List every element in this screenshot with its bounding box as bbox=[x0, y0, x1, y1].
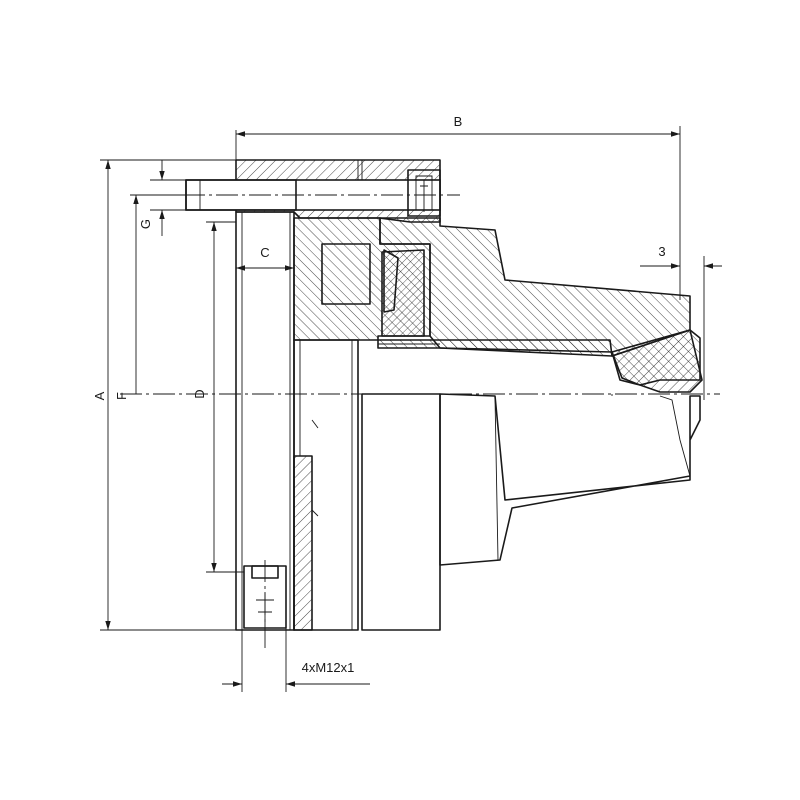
cone-outline-lower bbox=[439, 393, 701, 566]
lower-housing-view bbox=[243, 339, 701, 631]
dim-C-label: C bbox=[260, 245, 269, 260]
upper-housing-section bbox=[185, 159, 703, 393]
ring-body-lower bbox=[361, 393, 441, 631]
dim-G-label: G bbox=[138, 219, 153, 229]
cone-sleeve bbox=[381, 249, 425, 337]
dim-thread-label: 4xM12x1 bbox=[302, 660, 355, 675]
collet-tip bbox=[611, 329, 703, 393]
dim-F-label: F bbox=[114, 392, 129, 400]
dim-D-label: D bbox=[192, 389, 207, 398]
lower-wall-section bbox=[293, 455, 313, 631]
dim-B-label: B bbox=[454, 114, 463, 129]
bolt-head bbox=[407, 169, 441, 217]
dim-3-label: 3 bbox=[658, 244, 665, 259]
dimension-lines bbox=[100, 126, 722, 692]
wedge-insert bbox=[321, 243, 371, 305]
wedge-ring bbox=[383, 249, 399, 313]
dim-A-label: A bbox=[92, 391, 107, 400]
